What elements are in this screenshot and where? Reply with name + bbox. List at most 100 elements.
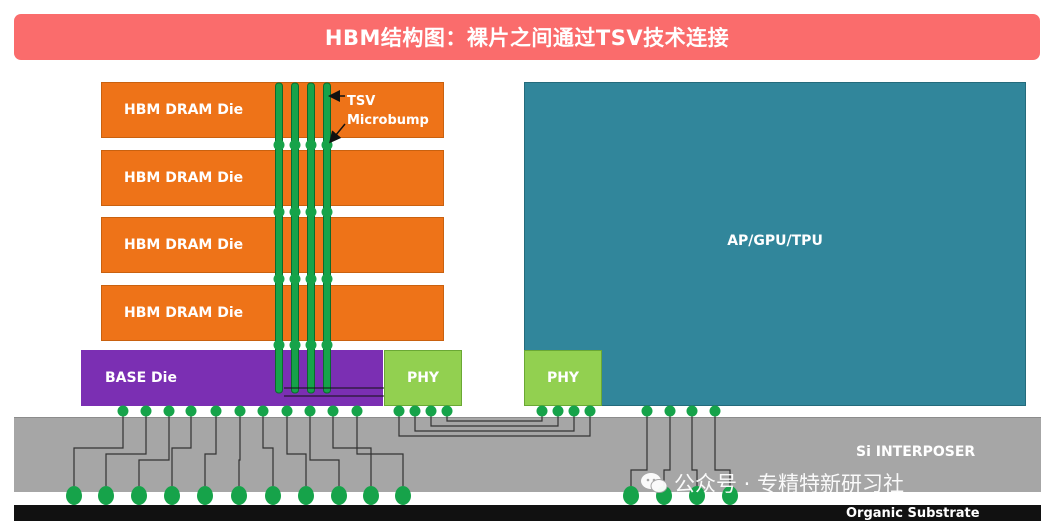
phy-link-trace (446, 416, 543, 422)
dram-die-label: HBM DRAM Die (124, 237, 244, 253)
microbump (234, 405, 246, 417)
microbump (185, 405, 197, 417)
dram-die-1: HBM DRAM Die (101, 82, 444, 138)
microbump (552, 405, 564, 417)
tsv-columns (275, 82, 331, 394)
c4-bump (98, 486, 114, 505)
phy-link-trace (398, 416, 591, 437)
tsv-column (323, 82, 331, 394)
microbump (686, 405, 698, 417)
microbump (289, 139, 301, 151)
dram-die-4: HBM DRAM Die (101, 285, 444, 341)
phy-processor-label: PHY (546, 370, 580, 386)
tsv-column (291, 82, 299, 394)
microbump (289, 273, 301, 285)
microbump (289, 339, 301, 351)
microbump-pointer (329, 123, 346, 144)
si-interposer (14, 417, 1041, 492)
phy-link-trace (414, 416, 575, 432)
microbump (321, 273, 333, 285)
c4-bump (331, 486, 347, 505)
c4-bump (66, 486, 82, 505)
c4-bump (265, 486, 281, 505)
interposer-trace (73, 416, 124, 486)
interposer-trace (262, 416, 274, 486)
microbump (305, 339, 317, 351)
dram-die-label: HBM DRAM Die (124, 305, 244, 321)
base-die-trace (284, 387, 384, 397)
microbump (321, 206, 333, 218)
base-die: BASE Die (81, 350, 383, 406)
c4-bump (623, 486, 639, 505)
c4-bump (298, 486, 314, 505)
dram-die-label: HBM DRAM Die (124, 170, 244, 186)
base-die-label: BASE Die (105, 370, 177, 386)
dram-die-2: HBM DRAM Die (101, 150, 444, 206)
title-bar: HBM结构图：裸片之间通过TSV技术连接 (14, 14, 1040, 60)
interposer-wiring (73, 387, 731, 486)
microbump (321, 339, 333, 351)
microbump (393, 405, 405, 417)
tsv-column (307, 82, 315, 394)
c4-bump (363, 486, 379, 505)
interposer-trace (309, 416, 340, 486)
phy-hbm: PHY (384, 350, 462, 406)
tsv-column (275, 82, 283, 394)
interposer-trace (238, 416, 241, 486)
tsv-callout: TSV (347, 94, 376, 109)
c4-bump (722, 486, 738, 505)
microbump (273, 206, 285, 218)
microbump (664, 405, 676, 417)
microbump-callout: Microbump (347, 113, 429, 128)
microbump (281, 405, 293, 417)
interposer-trace (691, 416, 698, 486)
interposer-trace (204, 416, 217, 486)
microbump (409, 405, 421, 417)
microbump (536, 405, 548, 417)
phy-hbm-label: PHY (406, 370, 440, 386)
interposer-trace (714, 416, 731, 486)
c4-bump (231, 486, 247, 505)
microbump (709, 405, 721, 417)
microbump (257, 405, 269, 417)
c4-bump (131, 486, 147, 505)
microbump (351, 405, 363, 417)
microbumps (66, 139, 738, 505)
interposer-trace (171, 416, 192, 486)
c4-bump (689, 486, 705, 505)
microbump (117, 405, 129, 417)
interposer-trace (356, 416, 404, 486)
dram-die-label: HBM DRAM Die (124, 102, 244, 118)
processor-label: AP/GPU/TPU (727, 233, 823, 249)
c4-bump (395, 486, 411, 505)
microbump (568, 405, 580, 417)
interposer-trace (286, 416, 307, 486)
wechat-icon (641, 473, 668, 493)
microbump (304, 405, 316, 417)
watermark: 公众号 · 专精特新研习社 (640, 468, 904, 498)
processor-die: AP/GPU/TPU (524, 82, 1026, 406)
microbump (273, 273, 285, 285)
substrate-label: Organic Substrate (846, 506, 980, 521)
interposer-trace (630, 416, 648, 486)
microbump (641, 405, 653, 417)
microbump (140, 405, 152, 417)
interposer-trace (138, 416, 170, 486)
interposer-trace (332, 416, 372, 486)
microbump (425, 405, 437, 417)
microbump (273, 339, 285, 351)
microbump (305, 206, 317, 218)
microbump (584, 405, 596, 417)
interposer-trace (663, 416, 671, 486)
microbump (289, 206, 301, 218)
microbump (305, 273, 317, 285)
phy-link-trace (430, 416, 559, 427)
phy-processor: PHY (524, 350, 602, 406)
microbump (273, 139, 285, 151)
interposer-trace (105, 416, 147, 486)
dram-die-3: HBM DRAM Die (101, 217, 444, 273)
microbump (210, 405, 222, 417)
interposer-label: Si INTERPOSER (856, 444, 976, 460)
